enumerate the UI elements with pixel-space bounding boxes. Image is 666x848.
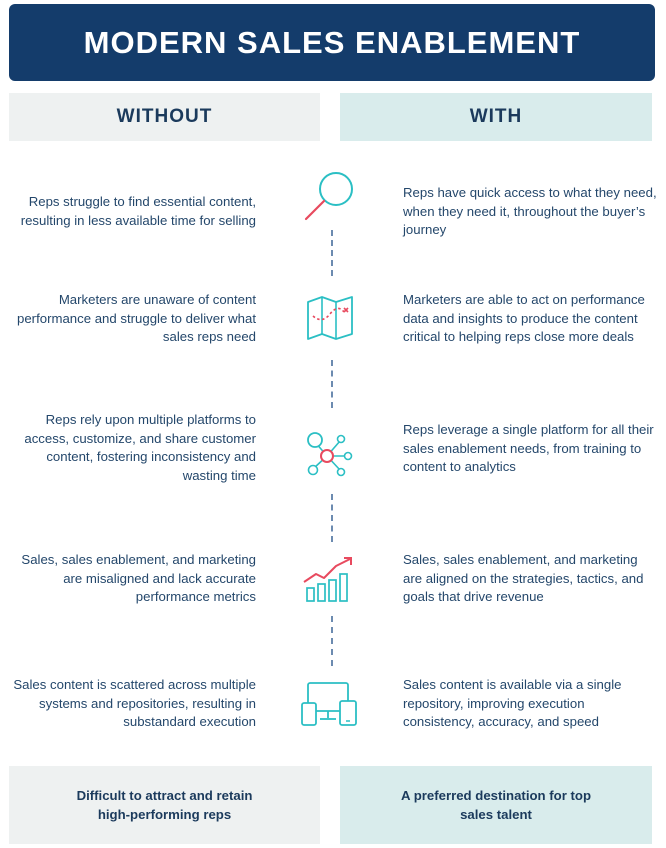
title-banner: MODERN SALES ENABLEMENT <box>9 4 655 81</box>
column-header-with: WITH <box>340 93 652 141</box>
row-2-with-text: Marketers are able to act on performance… <box>403 292 645 344</box>
dashed-connector <box>331 494 333 542</box>
row-4-with-text: Sales, sales enablement, and marketing a… <box>403 552 644 604</box>
footer-without: Difficult to attract and retain high-per… <box>9 766 320 844</box>
row-1-without-text: Reps struggle to find essential content,… <box>20 194 256 228</box>
dashed-connector <box>331 360 333 408</box>
row-2-without-text: Marketers are unaware of content perform… <box>17 292 256 344</box>
map-icon <box>307 296 353 340</box>
page-title: MODERN SALES ENABLEMENT <box>83 24 581 60</box>
row-5-with-text: Sales content is available via a single … <box>403 677 622 729</box>
row-3-without-text: Reps rely upon multiple platforms to acc… <box>24 412 256 483</box>
row-5-without-text: Sales content is scattered across multip… <box>13 677 256 729</box>
row-1-with-text: Reps have quick access to what they need… <box>403 185 657 237</box>
column-header-without: WITHOUT <box>9 93 320 141</box>
growth-chart-icon <box>303 557 352 602</box>
footer-without-text: Difficult to attract and retain high-per… <box>76 788 253 822</box>
dashed-connector <box>331 230 333 276</box>
footer-with: A preferred destination for top sales ta… <box>340 766 652 844</box>
footer-with-text: A preferred destination for top sales ta… <box>401 788 592 822</box>
row-3-with-text: Reps leverage a single platform for all … <box>403 422 654 474</box>
network-hub-icon <box>307 432 353 477</box>
row-4-without-text: Sales, sales enablement, and marketing a… <box>21 552 256 604</box>
magnifier-icon <box>304 172 353 221</box>
devices-icon <box>301 682 357 726</box>
dashed-connector <box>331 616 333 666</box>
